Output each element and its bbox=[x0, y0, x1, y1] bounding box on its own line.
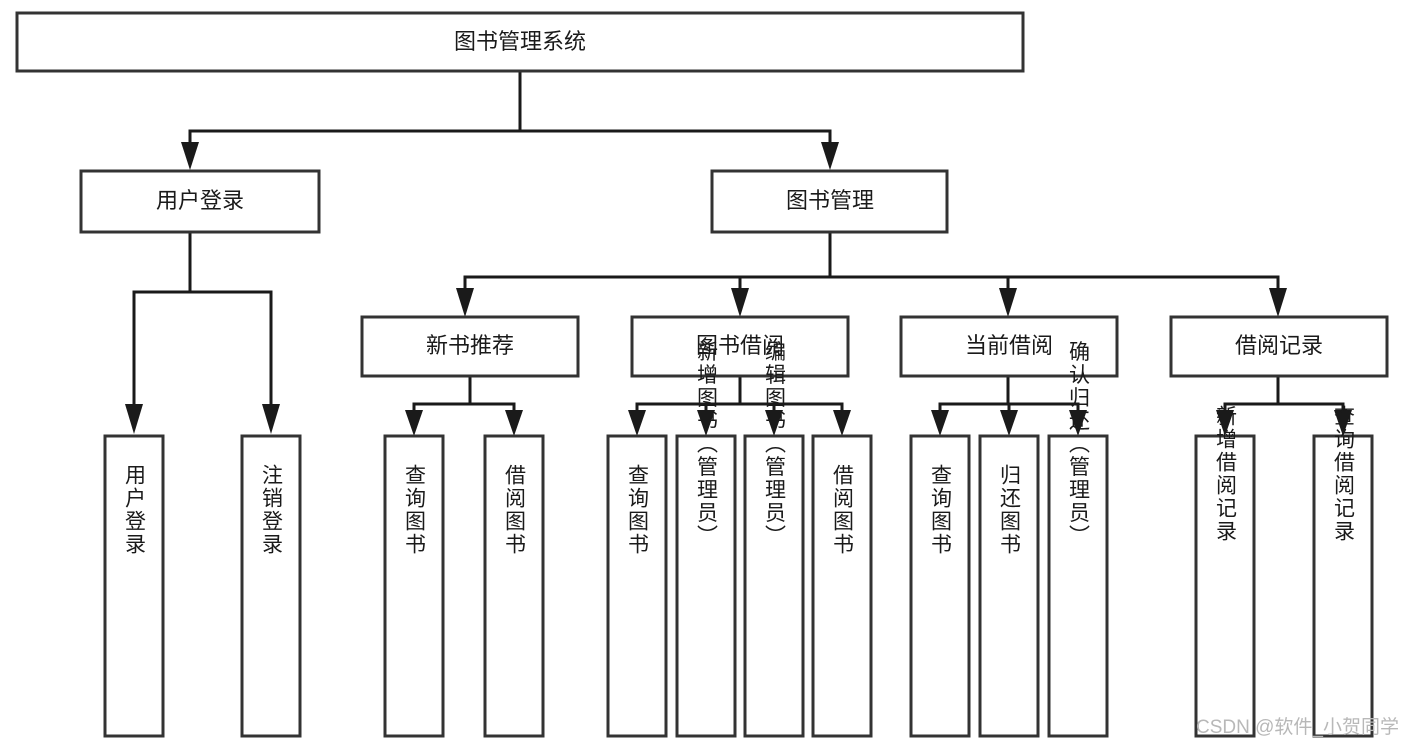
node-leaf-logout-login[interactable]: 注销登录 bbox=[240, 434, 302, 738]
node-leaf-query-book-2-box[interactable] bbox=[606, 434, 668, 738]
node-leaf-confirm-return-label: 确认归还（管理员） bbox=[1067, 341, 1091, 548]
node-book-management[interactable]: 图书管理 bbox=[710, 169, 949, 234]
node-borrow-record-box[interactable] bbox=[1169, 315, 1389, 378]
arrowhead-leaf-query-book-3 bbox=[931, 410, 949, 436]
node-leaf-query-book-3-box[interactable] bbox=[909, 434, 971, 738]
node-leaf-add-record[interactable]: 新增借阅记录 bbox=[1194, 405, 1256, 738]
node-user-login-box[interactable] bbox=[79, 169, 321, 234]
node-user-login[interactable]: 用户登录 bbox=[79, 169, 321, 234]
node-leaf-query-book-3[interactable]: 查询图书 bbox=[909, 434, 971, 738]
node-current-borrow[interactable]: 当前借阅 bbox=[899, 315, 1119, 378]
node-leaf-return-book-box[interactable] bbox=[978, 434, 1040, 738]
node-leaf-logout-login-label: 注销登录 bbox=[260, 464, 284, 556]
node-leaf-add-book-box[interactable] bbox=[675, 434, 737, 738]
node-leaf-query-book-3-label: 查询图书 bbox=[929, 464, 953, 556]
node-leaf-borrow-book-1[interactable]: 借阅图书 bbox=[483, 434, 545, 738]
node-leaf-borrow-book-1-box[interactable] bbox=[483, 434, 545, 738]
node-leaf-add-book-label: 新增图书（管理员） bbox=[695, 341, 719, 548]
node-leaf-add-book[interactable]: 新增图书（管理员） bbox=[675, 341, 737, 738]
node-book-borrow[interactable]: 图书借阅 bbox=[630, 315, 850, 378]
node-leaf-query-book-2-label: 查询图书 bbox=[626, 464, 650, 556]
arrowhead-new-book-recommend bbox=[456, 288, 474, 317]
node-root-book-management-system[interactable]: 图书管理系统 bbox=[15, 11, 1025, 73]
node-leaf-add-record-box[interactable] bbox=[1194, 434, 1256, 738]
node-borrow-record-label: 借阅记录 bbox=[1235, 333, 1323, 358]
node-leaf-query-book-1[interactable]: 查询图书 bbox=[383, 434, 445, 738]
node-root-box[interactable] bbox=[15, 11, 1025, 73]
node-new-book-recommend-label: 新书推荐 bbox=[426, 333, 514, 358]
node-leaf-user-login-box[interactable] bbox=[103, 434, 165, 738]
node-leaf-borrow-book-1-label: 借阅图书 bbox=[503, 464, 527, 556]
arrowhead-leaf-borrow-book-2 bbox=[833, 410, 851, 436]
arrowhead-leaf-user-login bbox=[125, 404, 143, 434]
arrowhead-leaf-query-book-2 bbox=[628, 410, 646, 436]
node-leaf-query-record-label: 查询借阅记录 bbox=[1332, 405, 1356, 543]
arrowhead-leaf-borrow-book-1 bbox=[505, 410, 523, 436]
node-leaf-user-login-label: 用户登录 bbox=[123, 464, 147, 556]
node-leaf-return-book[interactable]: 归还图书 bbox=[978, 434, 1040, 738]
node-leaf-query-book-2[interactable]: 查询图书 bbox=[606, 434, 668, 738]
node-new-book-recommend-box[interactable] bbox=[360, 315, 580, 378]
node-current-borrow-box[interactable] bbox=[899, 315, 1119, 378]
node-leaf-query-record[interactable]: 查询借阅记录 bbox=[1312, 405, 1374, 738]
node-leaf-edit-book-label: 编辑图书（管理员） bbox=[763, 341, 787, 548]
arrowhead-leaf-return-book bbox=[1000, 410, 1018, 436]
connector-layer bbox=[125, 70, 1352, 436]
node-leaf-confirm-return-box[interactable] bbox=[1047, 434, 1109, 738]
arrowhead-borrow-record bbox=[1269, 288, 1287, 317]
node-book-borrow-box[interactable] bbox=[630, 315, 850, 378]
arrowhead-book-management bbox=[821, 142, 839, 170]
node-book-borrow-label: 图书借阅 bbox=[696, 333, 784, 358]
arrowhead-leaf-edit-book bbox=[765, 410, 783, 436]
arrowhead-leaf-add-record bbox=[1216, 410, 1234, 436]
node-current-borrow-label: 当前借阅 bbox=[965, 333, 1053, 358]
node-leaf-edit-book-box[interactable] bbox=[743, 434, 805, 738]
node-borrow-record[interactable]: 借阅记录 bbox=[1169, 315, 1389, 378]
node-user-login-label: 用户登录 bbox=[156, 188, 244, 213]
node-leaf-logout-login-box[interactable] bbox=[240, 434, 302, 738]
arrowhead-leaf-confirm-return bbox=[1069, 410, 1087, 436]
node-root-label: 图书管理系统 bbox=[454, 29, 586, 54]
node-book-management-box[interactable] bbox=[710, 169, 949, 234]
node-leaf-query-book-1-label: 查询图书 bbox=[403, 464, 427, 556]
arrowhead-leaf-query-book-1 bbox=[405, 410, 423, 436]
node-leaf-query-book-1-box[interactable] bbox=[383, 434, 445, 738]
node-leaf-edit-book[interactable]: 编辑图书（管理员） bbox=[743, 341, 805, 738]
node-leaf-query-record-box[interactable] bbox=[1312, 434, 1374, 738]
node-book-management-label: 图书管理 bbox=[786, 188, 874, 213]
node-leaf-confirm-return[interactable]: 确认归还（管理员） bbox=[1047, 341, 1109, 738]
arrowhead-current-borrow bbox=[999, 288, 1017, 317]
arrowhead-leaf-query-record bbox=[1334, 410, 1352, 436]
node-leaf-return-book-label: 归还图书 bbox=[998, 464, 1022, 556]
arrowhead-leaf-logout-login bbox=[262, 404, 280, 434]
node-leaf-borrow-book-2-box[interactable] bbox=[811, 434, 873, 738]
arrowhead-leaf-add-book bbox=[697, 410, 715, 436]
node-leaf-user-login[interactable]: 用户登录 bbox=[103, 434, 165, 738]
node-new-book-recommend[interactable]: 新书推荐 bbox=[360, 315, 580, 378]
node-leaf-borrow-book-2-label: 借阅图书 bbox=[831, 464, 855, 556]
arrowhead-user-login bbox=[181, 142, 199, 170]
arrowhead-book-borrow bbox=[731, 288, 749, 317]
node-leaf-borrow-book-2[interactable]: 借阅图书 bbox=[811, 434, 873, 738]
node-leaf-add-record-label: 新增借阅记录 bbox=[1214, 405, 1238, 543]
